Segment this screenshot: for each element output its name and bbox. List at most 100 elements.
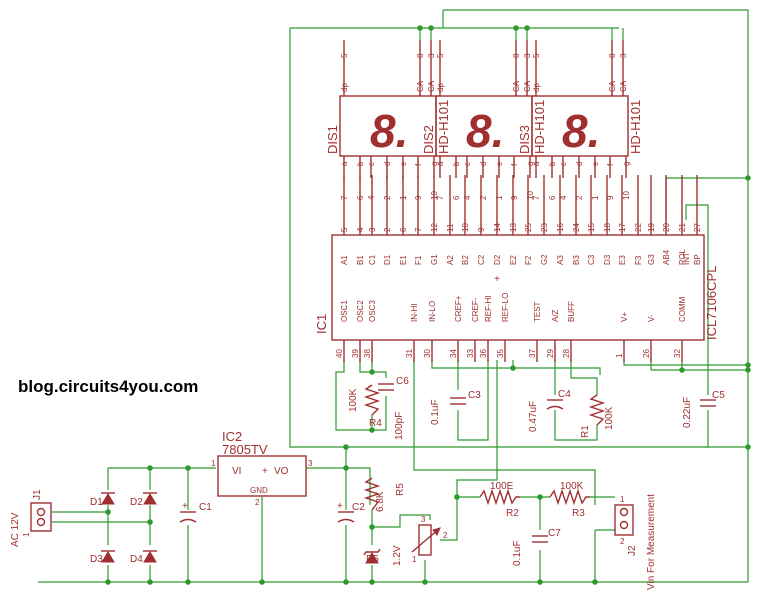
ic1-pin-name: C3 <box>587 254 596 265</box>
ic1-pin-name: TEST <box>533 301 542 322</box>
ic1-pin-name: F2 <box>524 255 533 265</box>
svg-text:3: 3 <box>421 515 426 524</box>
display-pin-num: 2 <box>575 195 584 200</box>
display-part: HD-H101 <box>436 100 451 154</box>
ic1-pin-name: V- <box>647 314 656 322</box>
display-pin-num: 3 <box>523 53 532 58</box>
ic1-pin-name: C1 <box>368 254 377 265</box>
svg-text:100E: 100E <box>490 481 514 492</box>
ic1-body <box>331 234 705 341</box>
display-pin-name: d <box>479 162 488 166</box>
ic1-pin-num: 4 <box>356 227 365 232</box>
ic2-ref: IC2 <box>222 429 242 444</box>
j2-pin2: 2 <box>620 537 625 546</box>
j2-label: Vin For Measurement <box>646 494 657 590</box>
ic1-pin-num: 33 <box>466 349 475 358</box>
ic1-pin-num: 27 <box>693 223 702 232</box>
j1-ref: J1 <box>32 489 43 500</box>
ic1-pin-name: BP <box>693 254 702 265</box>
svg-text:2: 2 <box>443 531 448 540</box>
display-pin-name: c <box>367 162 376 166</box>
svg-text:0.47uF: 0.47uF <box>528 401 539 432</box>
svg-text:C7: C7 <box>548 528 561 539</box>
svg-text:100K: 100K <box>604 406 615 430</box>
display-pin-name: CA <box>608 80 617 92</box>
ic1-pin-num: 32 <box>673 349 682 358</box>
display-pin-name: a <box>532 161 541 166</box>
ic1-plus-mark: + <box>494 274 500 285</box>
ic1-pin-name: A2 <box>446 255 455 265</box>
svg-text:C3: C3 <box>468 390 481 401</box>
ic1-pin-name: COMM <box>678 296 687 322</box>
display-pin-num: 9 <box>606 195 615 200</box>
ic2-part: 7805TV <box>222 442 268 457</box>
display-pin-name: b <box>452 161 461 166</box>
svg-text:D1: D1 <box>90 497 103 508</box>
display-pin-name: CA <box>512 80 521 92</box>
capacitor-c7: C7 0.1uF <box>512 528 561 566</box>
ic2-body <box>217 455 307 497</box>
diode-d2: D2 <box>130 492 157 508</box>
display-pin-name: dp <box>436 83 445 92</box>
capacitor-c1: + C1 <box>179 501 212 523</box>
ic1-pin-name: OSC2 <box>356 300 365 322</box>
ic1-pin-name: F1 <box>414 255 423 265</box>
display-pin-num: 8 <box>512 53 521 58</box>
ic1-pin-name: A/Z <box>551 309 560 322</box>
svg-text:R1: R1 <box>580 425 591 438</box>
resistor-r2: 100E R2 <box>479 481 520 519</box>
ic1-pin-num: 10 <box>461 223 470 232</box>
capacitor-c2: + C2 <box>337 501 365 523</box>
display-pin-num: 3 <box>619 53 628 58</box>
display-pin-name: e <box>399 161 408 166</box>
svg-text:100K: 100K <box>348 388 359 412</box>
ic1-pin-name: C2 <box>477 254 486 265</box>
svg-text:D2: D2 <box>130 497 143 508</box>
svg-text:1: 1 <box>412 555 417 564</box>
ic1-pin-name: AB4 <box>662 249 671 265</box>
ic1-pin-num: 17 <box>618 223 627 232</box>
svg-text:R2: R2 <box>506 508 519 519</box>
ic1-pin-name: E3 <box>618 255 627 265</box>
j2-connector: 1 2 J2 Vin For Measurement <box>614 494 657 590</box>
ic1-pin-num: 36 <box>479 349 488 358</box>
ic1-pin-num: 30 <box>423 349 432 358</box>
ic1-pin-num: 15 <box>587 223 596 232</box>
ic1-pin-name: OSC3 <box>368 300 377 322</box>
capacitor-c6: C6 100pF <box>378 376 409 440</box>
display-pin-num: 7 <box>436 195 445 200</box>
display-pin-name: b <box>548 161 557 166</box>
ic1-pin-num: 24 <box>572 223 581 232</box>
ic2-gnd: GND <box>250 486 268 495</box>
ic1-pin-num: 35 <box>496 349 505 358</box>
svg-text:R5: R5 <box>395 483 406 496</box>
svg-text:D3: D3 <box>90 554 103 565</box>
svg-text:R3: R3 <box>572 508 585 519</box>
ic2-vo: VO <box>274 466 289 477</box>
ic1-pin-name: D1 <box>383 254 392 265</box>
svg-text:+: + <box>337 501 343 512</box>
display-pin-num: 1 <box>399 195 408 200</box>
svg-text:100K: 100K <box>560 481 584 492</box>
display-pin-num: 1 <box>495 195 504 200</box>
svg-text:0.22uF: 0.22uF <box>682 397 693 428</box>
display-digit: 8. <box>466 105 504 157</box>
ic1-pin-num: 34 <box>449 349 458 358</box>
ic1-pin-name: B2 <box>461 255 470 265</box>
ic1-pin-num: 14 <box>493 223 502 232</box>
ic1-pin-num: 11 <box>446 223 455 232</box>
svg-text:+: + <box>182 501 188 512</box>
ic1-pin-name: A3 <box>556 255 565 265</box>
ic1-pin-num: 13 <box>509 223 518 232</box>
display-pin-name: g <box>430 162 439 166</box>
ic1-pin-name: B3 <box>572 255 581 265</box>
watermark-text: blog.circuits4you.com <box>18 377 198 396</box>
zener-d5: D5 1.2V <box>363 545 403 566</box>
display-pin-num: 8 <box>416 53 425 58</box>
ic1-pin-num: 28 <box>562 349 571 358</box>
ic2-pin2: 2 <box>255 498 260 507</box>
display-pin-num: 6 <box>548 195 557 200</box>
